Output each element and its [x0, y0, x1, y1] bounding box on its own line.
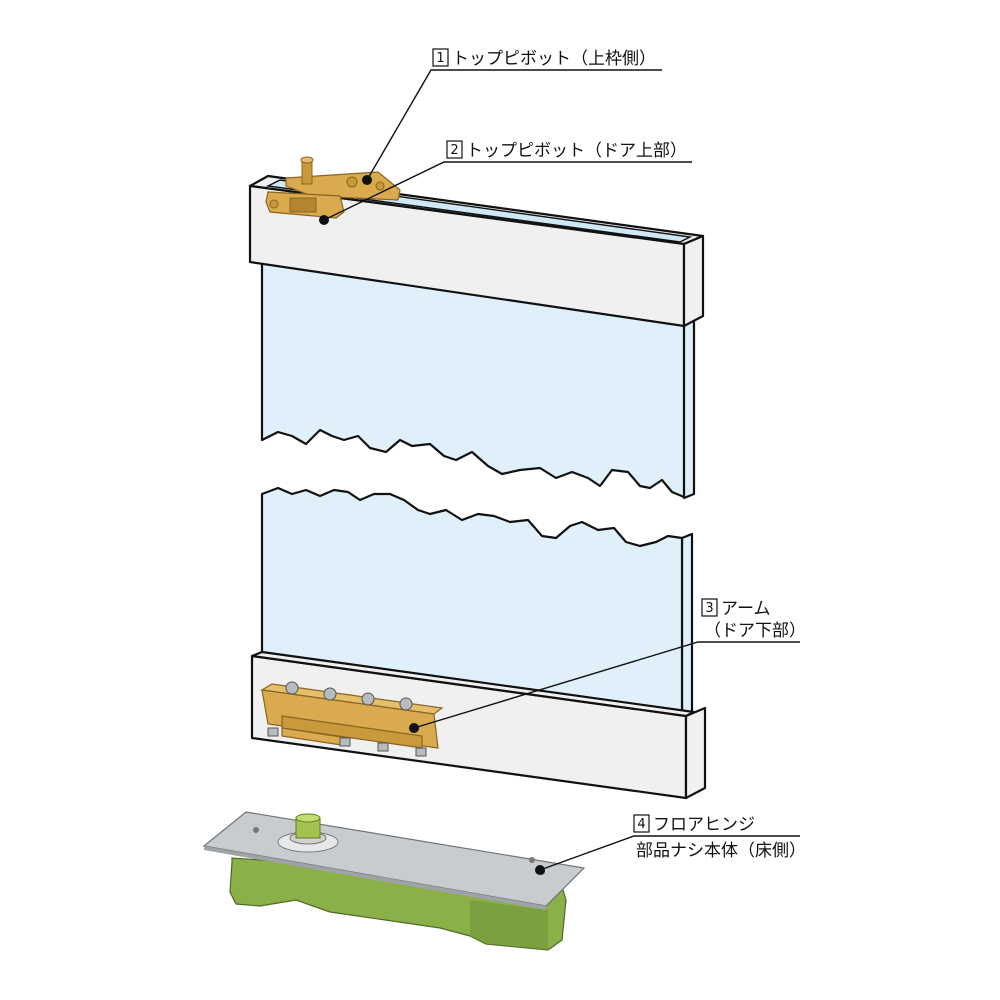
arm-screw-4 [399, 697, 413, 711]
floor-hinge-plate-screw-2 [529, 857, 535, 863]
callout-4-label-line-1: フロアヒンジ [653, 815, 755, 835]
callout-2: 2 トップピボット（ドア上部） [319, 140, 692, 225]
lower-glass-edge [680, 532, 694, 718]
callout-1-leader [366, 69, 662, 181]
bottom-rail-top-strip [250, 650, 696, 718]
callout-3-dot [409, 723, 419, 733]
callout-4-number-box [633, 814, 650, 833]
floor-hinge-body-shade [470, 900, 548, 950]
arm-bolt-2 [339, 737, 351, 747]
callout-1-number: 1 [436, 51, 444, 66]
floor-hinge-spindle-top [295, 813, 321, 823]
floor-hinge-assembly [202, 811, 586, 951]
top-pivot-assembly [265, 156, 401, 219]
callout-2-dot [319, 215, 329, 225]
callout-4: 4 フロアヒンジ 部品ナシ本体（床側） [535, 814, 806, 875]
top-frame-end-face [682, 234, 705, 328]
callout-3-label-line-1: アーム [721, 599, 770, 619]
arm-bolt-1 [267, 727, 279, 737]
callout-4-leader [539, 835, 800, 871]
floor-hinge-plate-edge [204, 846, 546, 910]
callout-2-number-box [446, 140, 463, 159]
callout-3-number-box [701, 598, 718, 617]
callout-2-leader [323, 161, 692, 221]
callout-4-label-line-2: 部品ナシ本体（床側） [636, 841, 806, 861]
top-pivot-screw-2 [375, 181, 385, 191]
top-pivot-spindle-cap [300, 156, 314, 164]
top-pivot-screw-1 [346, 176, 358, 188]
callout-3-label-line-2: （ドア下部） [704, 621, 806, 641]
callout-4-dot [535, 865, 545, 875]
top-pivot-door-slot [289, 197, 317, 213]
callout-1-dot [362, 175, 372, 185]
arm-screw-2 [323, 687, 337, 701]
lower-glass-panel [260, 486, 684, 718]
arm-bolt-3 [377, 742, 389, 752]
bottom-rail-end-face [684, 706, 707, 800]
callout-3-leader [413, 641, 800, 729]
top-pivot-door-screw [269, 199, 279, 209]
callout-3-number: 3 [705, 601, 713, 616]
top-pivot-spindle [301, 159, 313, 185]
callout-4-number: 4 [637, 817, 645, 832]
callout-3: 3 アーム （ドア下部） [409, 598, 806, 733]
callout-2-number: 2 [450, 143, 458, 158]
floor-hinge-plate-screw-1 [253, 827, 259, 833]
arm-screw-3 [361, 692, 375, 706]
arm-bolt-4 [415, 747, 427, 757]
arm-assembly [260, 681, 444, 757]
callout-1: 1 トップピボット（上枠側） [362, 48, 662, 185]
upper-door-section [248, 174, 705, 500]
arm-screw-1 [285, 681, 299, 695]
callout-1-number-box [432, 48, 449, 67]
callout-2-label: トップピボット（ドア上部） [466, 141, 687, 161]
upper-glass-panel [260, 248, 686, 499]
lower-door-section [250, 486, 707, 800]
callout-1-label: トップピボット（上枠側） [452, 49, 656, 69]
